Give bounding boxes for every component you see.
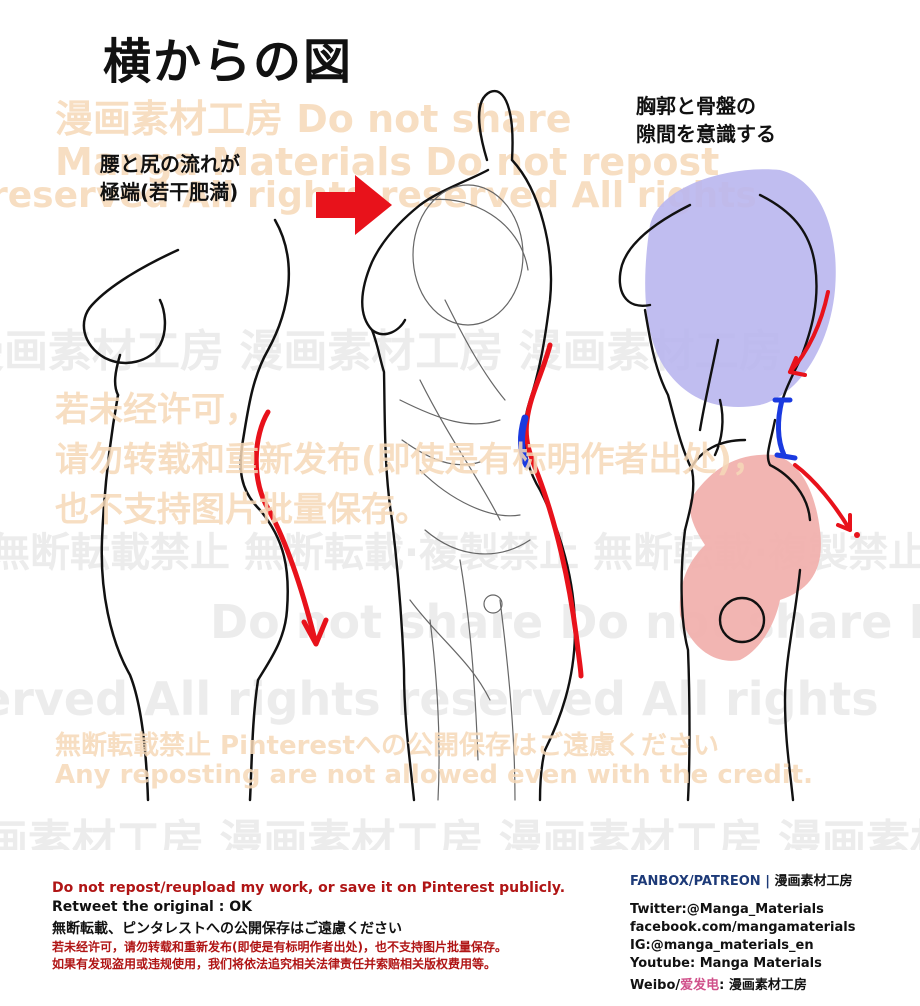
right-figure-sketch (618, 193, 818, 802)
facebook-link[interactable]: facebook.com/mangamaterials (630, 920, 856, 935)
footer-line-5: 如果有发现盗用或违规使用，我们将依法追究相关法律责任并索赔相关版权费用等。 (52, 957, 497, 971)
note-right-line-2: 隙間を意識する (636, 122, 776, 146)
footer-line-1: Do not repost/reupload my work, or save … (52, 880, 566, 896)
left-figure-sketch (82, 218, 291, 802)
weibo-suffix: : 漫画素材工房 (719, 978, 807, 993)
pelvis-highlight (679, 454, 821, 661)
footer-line-3: 無断転載、ピンタレストへの公開保存はご遠慮ください (52, 921, 402, 937)
watermark-orange-jp-notice: 無断転載禁止 Pinterestへの公開保存はご遠慮ください (55, 731, 719, 761)
middle-figure-guides (399, 184, 531, 801)
footer: Do not repost/reupload my work, or save … (0, 850, 920, 1006)
page-title: 横からの図 (103, 34, 354, 90)
footer-line-2: Retweet the original : OK (52, 899, 252, 915)
weibo-row: Weibo/爱发电: 漫画素材工房 (630, 974, 807, 993)
note-left-line-2: 極端(若干肥満) (100, 180, 239, 204)
watermark-orange-en-notice: Any reposting are not allowed even with … (55, 760, 814, 790)
fanbox-separator: | (765, 874, 770, 889)
note-left-line-1: 腰と尻の流れが (100, 152, 240, 176)
weibo-name-link[interactable]: 爱发电 (680, 978, 720, 993)
watermark-orange-row-2: Manga Materials Do not repost (55, 140, 720, 184)
direction-arrow-icon (316, 175, 392, 235)
youtube-link[interactable]: Youtube: Manga Materials (630, 956, 822, 971)
footer-line-4: 若未经许可，请勿转载和重新发布(即使是有标明作者出处)，也不支持图片批量保存。 (52, 940, 507, 954)
middle-figure-sketch (361, 89, 577, 802)
watermark-gray-row-3: Do not share Do not share Do not share (210, 595, 920, 649)
note-left: 腰と尻の流れが 極端(若干肥満) (100, 150, 240, 206)
note-right: 胸郭と骨盤の 隙間を意識する (636, 92, 776, 148)
watermark-gray-row-4: erved All rights reserved All rights (0, 672, 879, 726)
fanbox-brand: 漫画素材工房 (774, 874, 853, 889)
watermark-orange-cn-2: 请勿转载和重新发布(即使是有标明作者出处)， (55, 440, 767, 480)
figure-drawings (82, 89, 860, 802)
watermark-orange-cn-1: 若未经许可， (55, 390, 259, 430)
ribcage-highlight (645, 169, 836, 407)
watermark-orange-cn-3: 也不支持图片批量保存。 (55, 490, 429, 530)
footer-fanbox-row: FANBOX/PATREON | 漫画素材工房 (630, 870, 853, 889)
twitter-link[interactable]: Twitter:@Manga_Materials (630, 902, 824, 917)
fanbox-link[interactable]: FANBOX/PATREON (630, 874, 761, 889)
weibo-prefix: Weibo/ (630, 978, 681, 993)
note-right-line-1: 胸郭と骨盤の (636, 94, 756, 118)
watermark-orange-row-1: 漫画素材工房 Do not share (55, 97, 572, 141)
instagram-link[interactable]: IG:@manga_materials_en (630, 938, 814, 953)
